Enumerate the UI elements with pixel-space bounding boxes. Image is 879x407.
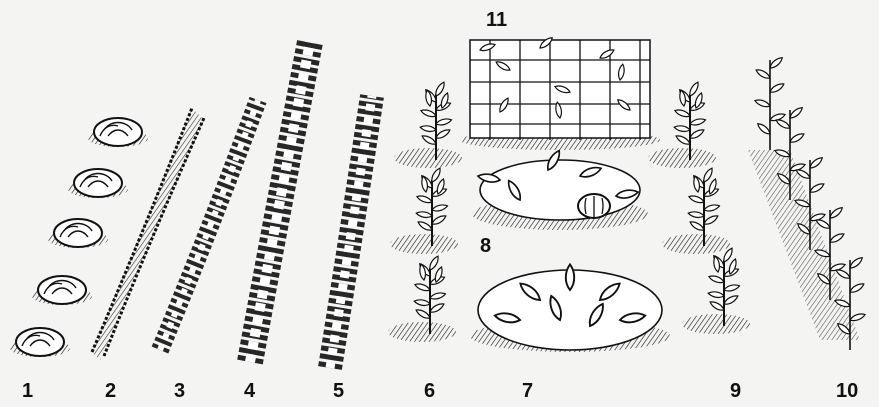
row-label-10: 10 (836, 381, 858, 401)
row-9-bushes (648, 81, 750, 334)
row-5-leafy (330, 96, 372, 368)
row-6-bushes (388, 81, 462, 342)
bed-11-trellis (460, 36, 660, 150)
bed-label-11: 11 (486, 10, 507, 30)
row-label-2: 2 (105, 381, 116, 401)
row-label-6: 6 (424, 381, 435, 401)
row-1-cabbages (10, 118, 148, 357)
bed-8-pumpkins (472, 149, 648, 230)
row-3-leafy (160, 100, 258, 350)
row-10-staked (748, 56, 866, 350)
row-4-leafy (250, 42, 310, 362)
row-label-1: 1 (22, 381, 33, 401)
row-label-3: 3 (174, 381, 185, 401)
bed-label-8: 8 (480, 236, 491, 256)
row-label-4: 4 (244, 381, 255, 401)
row-label-7: 7 (522, 381, 533, 401)
row-label-5: 5 (333, 381, 344, 401)
bed-7-leafy (470, 264, 670, 352)
row-label-9: 9 (730, 381, 741, 401)
